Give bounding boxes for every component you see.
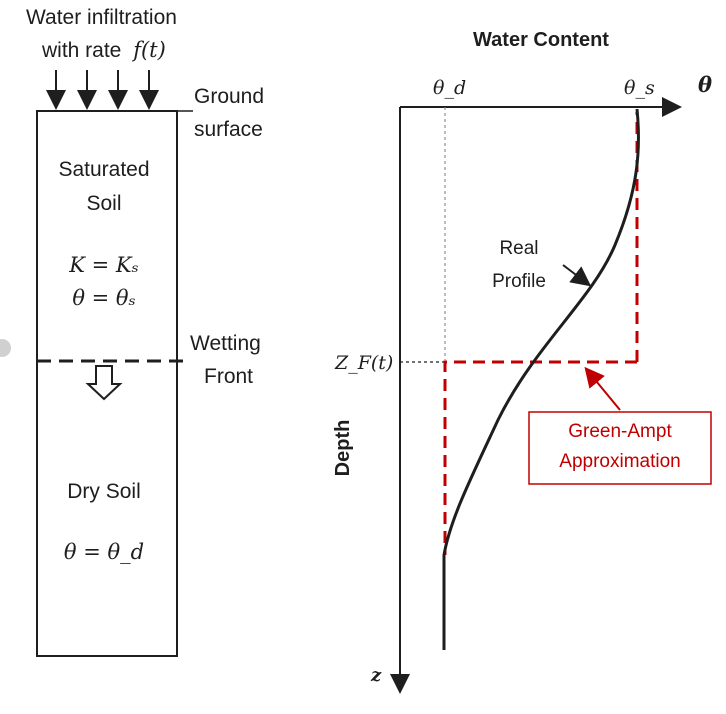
- side-handle-icon[interactable]: [0, 339, 11, 357]
- equation-k-ks: K = Kₛ: [68, 253, 138, 277]
- hollow-down-arrow-icon: [85, 365, 123, 401]
- water-content-title: Water Content: [473, 29, 609, 51]
- theta-d-tick-label: θ_d: [433, 77, 466, 99]
- water-content-panel: Water Content θ_d θ_s θ Z_F(t) Depth z R…: [332, 29, 712, 694]
- green-ampt-label-line1: Green-Ampt: [568, 421, 672, 442]
- depth-axis-label: Depth: [332, 420, 354, 477]
- ground-label-line1: Ground: [194, 85, 264, 108]
- soil-column-panel: Water infiltration with rate f(t) Ground…: [26, 6, 264, 657]
- infiltration-arrows: [46, 70, 159, 110]
- green-ampt-profile: [443, 112, 639, 555]
- green-ampt-label-box: [528, 411, 712, 485]
- green-ampt-label-line2: Approximation: [559, 451, 680, 472]
- ground-label-line2: surface: [194, 118, 263, 141]
- equation-theta-s: θ = θₛ: [72, 286, 135, 310]
- equation-theta-d: θ = θ_d: [64, 540, 144, 564]
- saturated-label-line1: Saturated: [58, 158, 149, 181]
- infiltration-label-line2: with rate f(t): [41, 38, 166, 62]
- saturated-label-line2: Soil: [86, 192, 121, 215]
- real-profile-curve: [442, 108, 640, 650]
- theta-s-tick-label: θ_s: [624, 77, 655, 99]
- real-profile-label-line2: Profile: [492, 271, 546, 292]
- wetting-label-line1: Wetting: [190, 332, 261, 355]
- real-profile-label-line1: Real: [499, 238, 538, 259]
- dry-soil-label: Dry Soil: [67, 480, 141, 503]
- z-axis-label: z: [370, 665, 382, 686]
- infiltration-label-line1: Water infiltration: [26, 6, 177, 29]
- wetting-label-line2: Front: [204, 365, 253, 388]
- green-ampt-pointer: [584, 366, 621, 411]
- soil-column-box: [36, 110, 178, 657]
- zf-label: Z_F(t): [334, 352, 393, 374]
- real-profile-pointer: [562, 264, 592, 287]
- theta-axis-label: θ: [698, 72, 712, 97]
